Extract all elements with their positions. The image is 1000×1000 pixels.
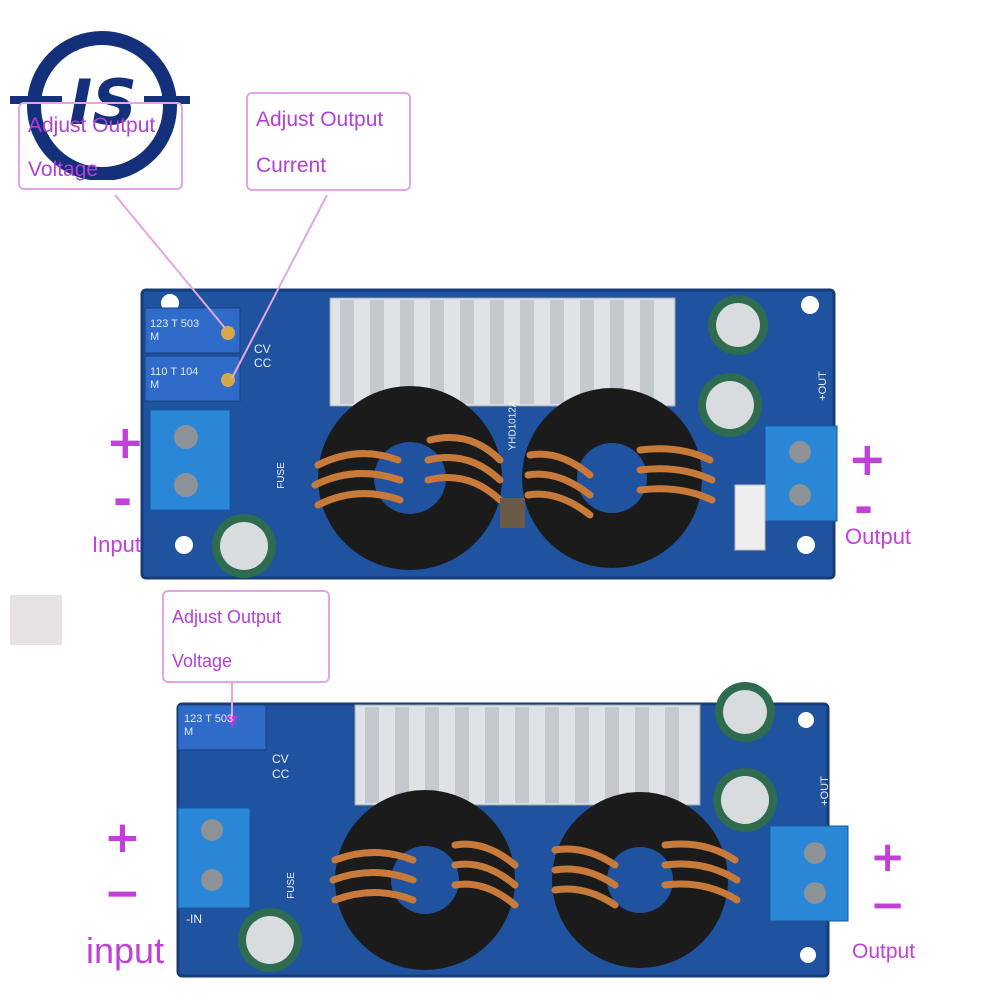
callout-adjust-voltage-top: Adjust Output Voltage	[18, 102, 183, 190]
callout-line1: Adjust Output	[256, 108, 384, 131]
top-silk-out: +OUT	[816, 371, 829, 401]
callout-line1: Adjust Output	[28, 114, 156, 137]
callout-line1: Adjust Output	[172, 607, 282, 627]
bottom-output-label: Output	[852, 940, 916, 963]
top-silk-cc: CC	[254, 356, 272, 370]
bottom-output-terminal	[769, 825, 849, 922]
top-output-minus: -	[854, 480, 874, 534]
bottom-output-minus: −	[870, 880, 906, 929]
top-silk-model: YHD1012A	[507, 400, 519, 451]
callout-line2: Voltage	[28, 158, 99, 181]
top-output-plus: +	[848, 432, 887, 486]
bottom-pot1-marking: 123 T 503 M	[184, 713, 234, 738]
callout-line2: Current	[256, 154, 327, 177]
top-input-label: Input	[92, 532, 141, 557]
top-silk-fuse: FUSE	[275, 462, 287, 489]
bottom-output-plus: +	[870, 832, 906, 881]
top-output-label: Output	[845, 524, 912, 549]
bottom-input-plus: +	[104, 812, 141, 863]
bottom-silk-out: +OUT	[818, 776, 831, 806]
bottom-silk-cc: CC	[272, 767, 290, 781]
bottom-silk-in: -IN	[186, 912, 202, 926]
callout-line2: Voltage	[172, 651, 233, 671]
top-output-terminal	[764, 425, 838, 522]
bottom-silk-cv: CV	[272, 752, 289, 766]
top-pot1-marking: 123 T 503 M	[150, 318, 200, 343]
callout-adjust-current-top: Adjust Output Current	[246, 92, 411, 191]
top-input-minus: -	[113, 472, 133, 526]
top-input-plus: +	[106, 415, 145, 469]
bottom-silk-fuse: FUSE	[285, 872, 297, 899]
bottom-input-minus: −	[104, 868, 141, 919]
top-silk-cv: CV	[254, 342, 271, 356]
top-pot2-marking: 110 T 104 M	[150, 366, 199, 391]
bottom-input-label: input	[86, 930, 165, 971]
callout-adjust-voltage-bottom: Adjust Output Voltage	[162, 590, 330, 683]
